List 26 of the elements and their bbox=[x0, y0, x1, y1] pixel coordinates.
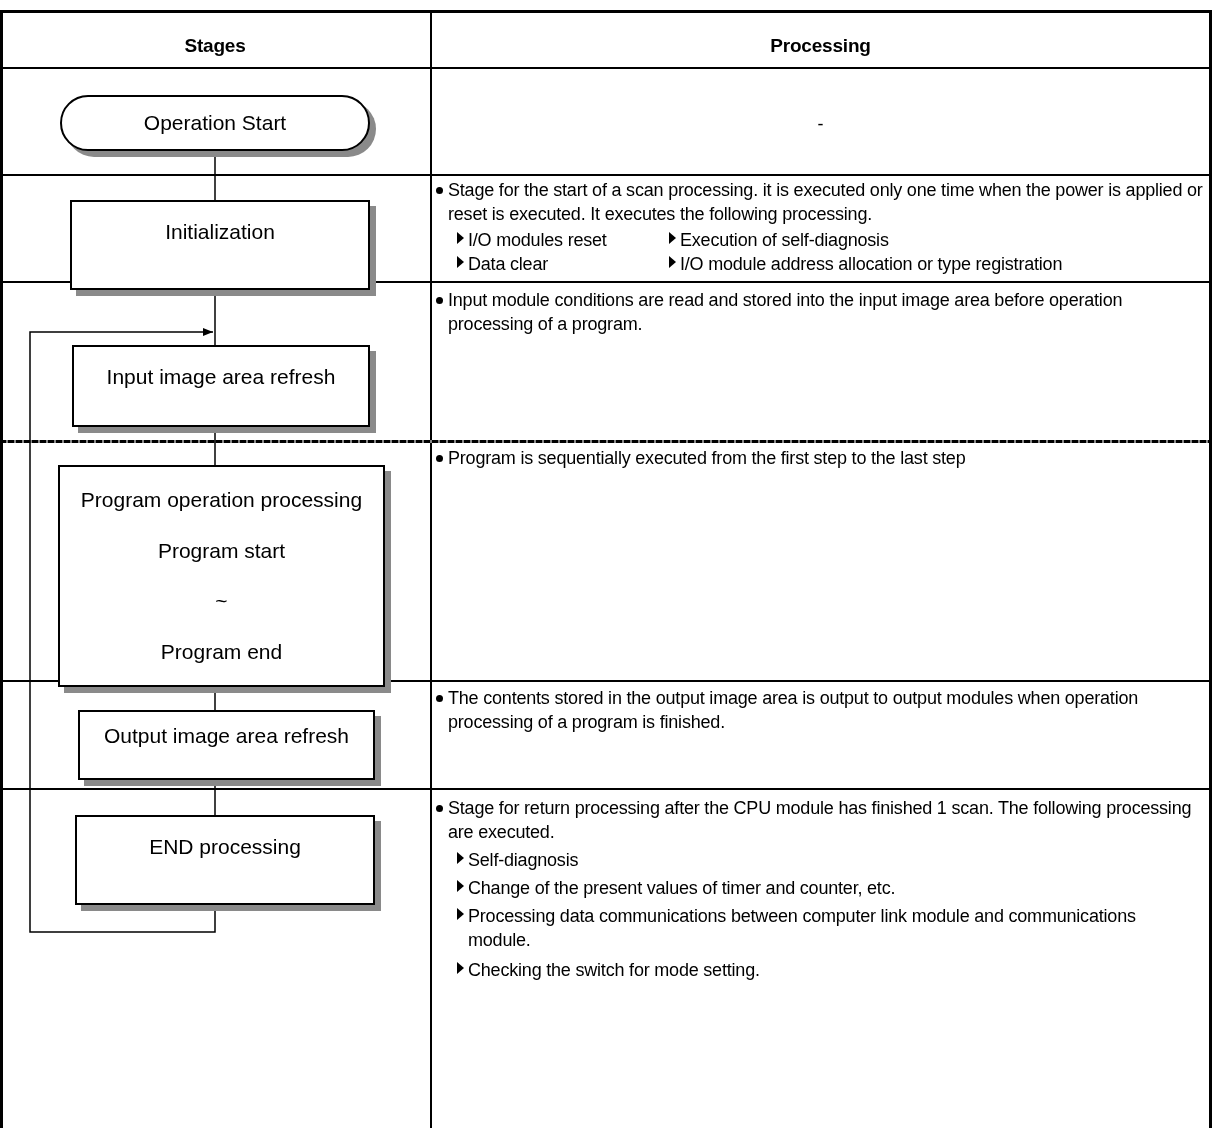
stage-label: Output image area refresh bbox=[103, 724, 350, 748]
description-text: Program is sequentially executed from the first step to the last step bbox=[448, 447, 966, 470]
list-item: Checking the switch for mode setting. bbox=[468, 959, 760, 982]
stage-label: Program start bbox=[157, 538, 286, 563]
loop-arrow bbox=[29, 328, 216, 933]
list-item: Data clear bbox=[468, 253, 549, 276]
description-text: Stage for the start of a scan processing. it is executed only one time when the power is applied or reset is executed. It executes the following processing. bbox=[448, 179, 1204, 226]
description-text: Stage for return processing after the CPU module has finished 1 scan. The following processing are executed. bbox=[448, 797, 1193, 844]
cell-text: - bbox=[816, 113, 825, 136]
stage-label: ~ bbox=[215, 589, 228, 614]
column-header: Processing bbox=[769, 34, 872, 58]
stage-label: Initialization bbox=[165, 220, 275, 244]
description-text: Input module conditions are read and stored into the input image area before operation processing of a program. bbox=[448, 289, 1124, 336]
list-item: Change of the present values of timer and counter, etc. bbox=[468, 877, 896, 900]
stage-label: Input image area refresh bbox=[106, 365, 336, 389]
stage-label: Program end bbox=[160, 639, 283, 664]
list-item: I/O module address allocation or type registration bbox=[680, 253, 1063, 276]
list-item: I/O modules reset bbox=[468, 229, 607, 252]
list-item: Self-diagnosis bbox=[468, 849, 579, 872]
stage-label: Program operation processing bbox=[80, 488, 363, 513]
list-item: Execution of self-diagnosis bbox=[680, 229, 889, 252]
list-item: Processing data communications between computer link module and communications module. bbox=[468, 905, 1137, 952]
description-text: The contents stored in the output image area is output to output modules when operation processing of a program is finished. bbox=[448, 687, 1140, 734]
column-header: Stages bbox=[183, 34, 247, 58]
stage-label: Operation Start bbox=[143, 111, 287, 135]
stage-label: END processing bbox=[149, 835, 301, 859]
